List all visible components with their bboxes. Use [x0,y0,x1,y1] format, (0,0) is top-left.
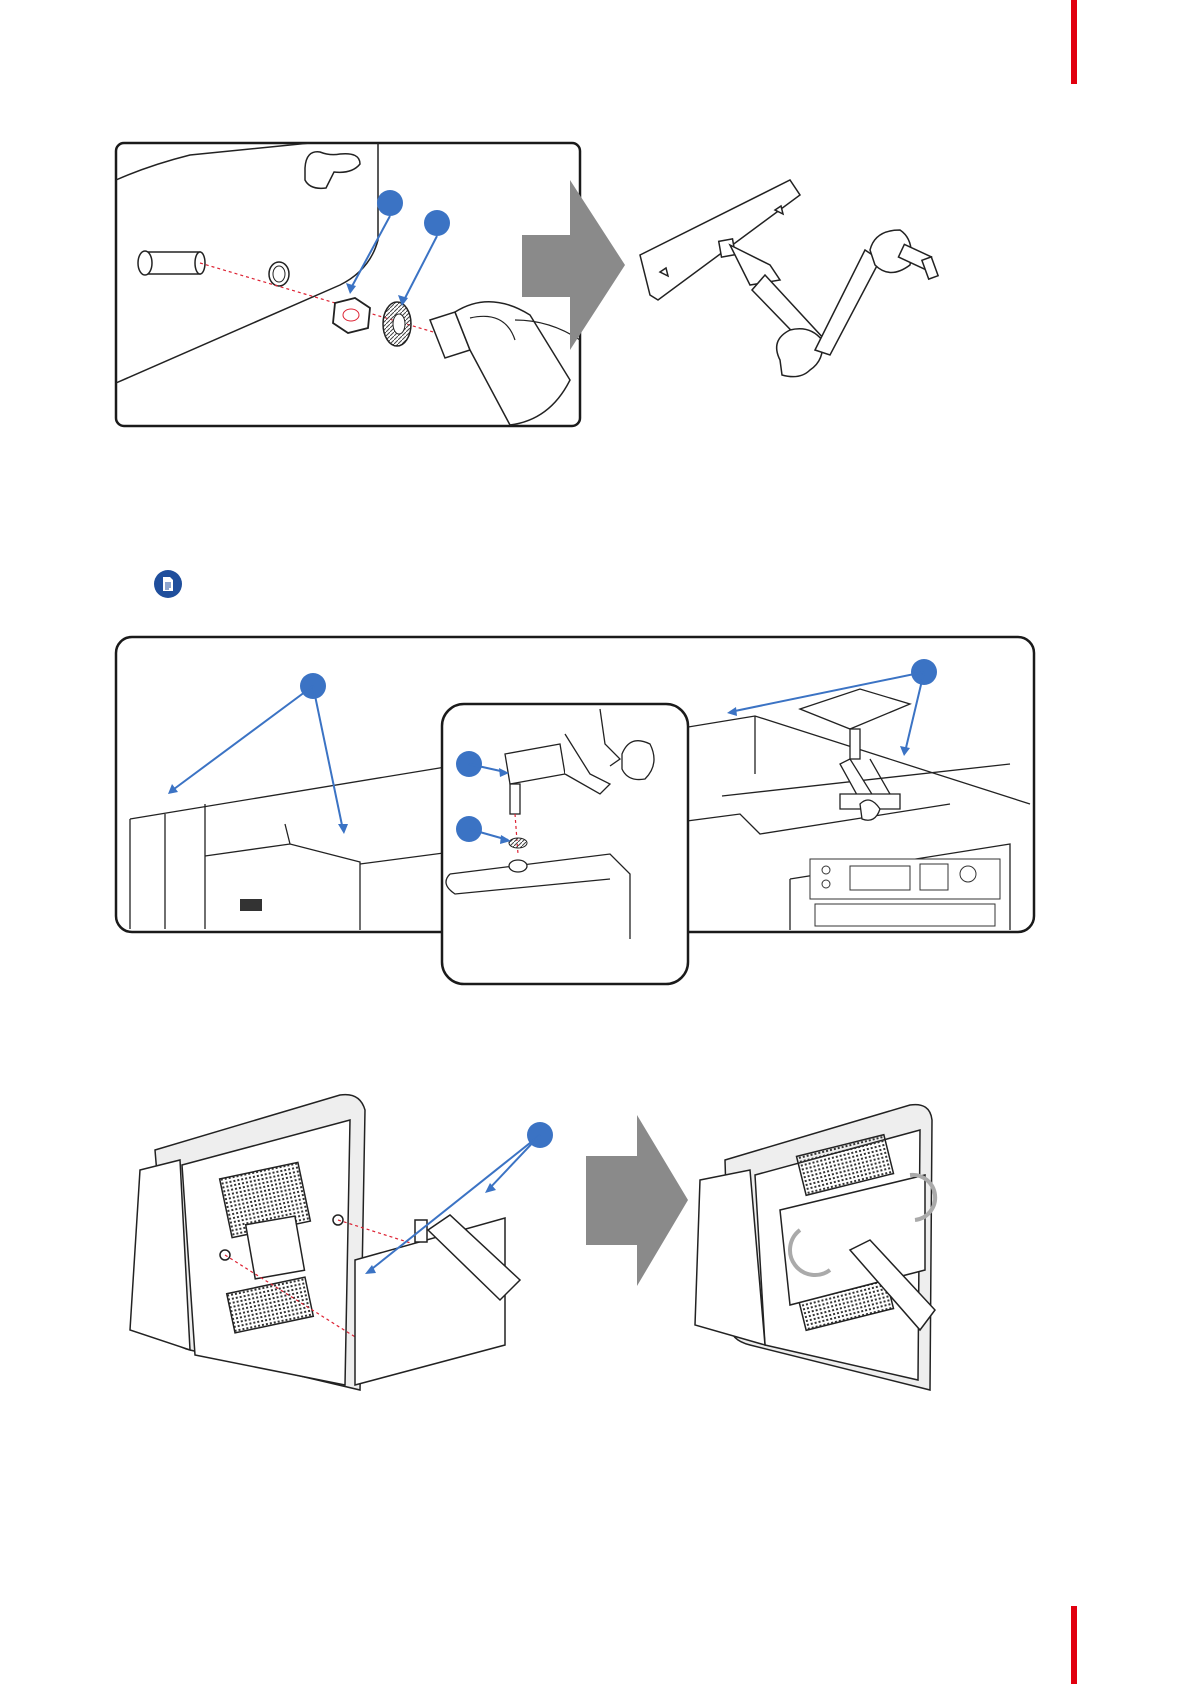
next-step-arrow [586,1115,688,1286]
mounted-display [695,1105,935,1390]
projector-mounting-figure [110,634,1040,990]
page-bottom-marker [1071,1606,1077,1684]
page-top-marker [1071,0,1077,84]
inset-detail [442,704,688,984]
arm-assembly-figure [110,140,1070,440]
pin-part [138,251,205,275]
plate-arm-result [640,180,938,377]
display-mounting-figure [110,1090,1040,1410]
document-note-icon [154,570,182,598]
detail-frame [116,143,580,426]
display-back [130,1095,365,1390]
control-panel [810,859,1000,926]
mount-plate [355,1215,520,1385]
toothed-washer-part [383,302,411,346]
hex-nut-part [333,298,370,333]
